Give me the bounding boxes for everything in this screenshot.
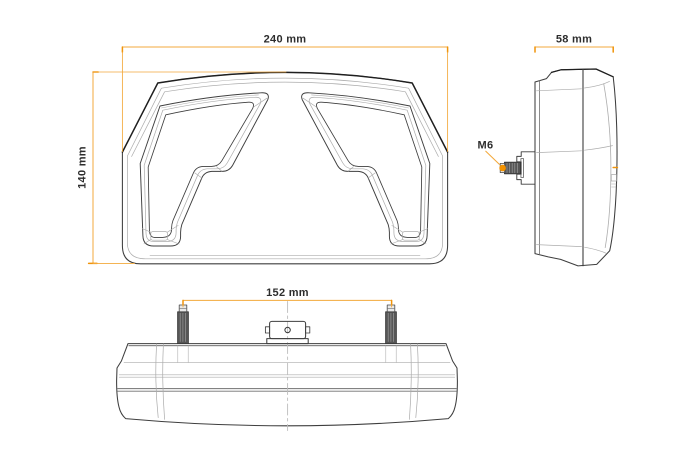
lens-tip-bevel (253, 97, 268, 108)
side-bottom-bevel-left (536, 244, 582, 247)
side-top-edge-heavy (550, 68, 614, 78)
dimension-height: 140 mm (77, 71, 287, 265)
front-inner-contour-1 (127, 77, 443, 260)
front-view (121, 71, 449, 265)
connector-tab-left (264, 326, 271, 334)
front-top-edge-heavy (121, 71, 449, 153)
bottom-view (116, 301, 458, 431)
connector-tab-right (305, 326, 311, 334)
side-stud-assembly (499, 151, 536, 185)
depth-dimension-label: 58 mm (556, 34, 592, 46)
side-back-clip (610, 174, 617, 182)
lens-inner-contour (147, 101, 254, 238)
stud-projection-left (177, 345, 189, 363)
side-view (499, 68, 619, 267)
bottom-stud-right (385, 304, 397, 344)
side-back-inner-curve (603, 83, 612, 248)
lens-left (139, 92, 269, 247)
side-top-bevel-left (536, 88, 582, 92)
side-top-bevel-right (584, 81, 610, 89)
side-outer-contour (534, 68, 618, 267)
bottom-stud-left (177, 304, 189, 344)
lens-corner-reflector (150, 231, 168, 241)
stud-projection-right (385, 345, 397, 363)
bottom-outer-contour (116, 343, 458, 427)
lens-outer-contour (139, 92, 269, 247)
reflector-bevel-4 (166, 225, 179, 233)
stud-spacing-label: 152 mm (266, 287, 309, 299)
reflector-bevel-1 (143, 239, 152, 245)
cable-connector (264, 320, 311, 345)
lens-right (301, 92, 431, 247)
lens-step-bevel-1 (216, 166, 223, 172)
dimension-width: 240 mm (121, 34, 449, 152)
stud-threads (179, 312, 186, 342)
height-dimension-label: 140 mm (77, 146, 89, 189)
lens-step-bevel-2 (194, 172, 203, 179)
stud-threads (387, 312, 394, 342)
reflector-bevel-2 (166, 239, 180, 245)
dimension-depth: 58 mm (534, 34, 614, 53)
reflector-bevel-3 (141, 228, 152, 233)
dimension-stud-spacing: 152 mm (182, 287, 393, 308)
lens-rim-mid-contour (143, 96, 262, 242)
connector-screw-hole (284, 326, 291, 334)
stud-threads (506, 162, 518, 174)
m6-marker-dot (499, 164, 506, 172)
m6-leader-line (485, 150, 500, 165)
stud-washer (520, 158, 524, 178)
bottom-bevel-left-2 (162, 343, 165, 420)
width-dimension-label: 240 mm (264, 34, 307, 46)
side-mid-line-left (536, 150, 582, 153)
connector-flange (266, 338, 309, 345)
stud-thread-callout: M6 (478, 140, 500, 165)
bottom-bevel-right-1 (415, 343, 419, 418)
stud-thread-label: M6 (478, 140, 494, 152)
side-mid-line-right (584, 145, 613, 151)
bottom-bevel-right-2 (409, 343, 412, 420)
side-bottom-bevel-right (584, 246, 607, 254)
front-inner-contour-2 (131, 81, 439, 157)
lens-rim-top-line (161, 94, 259, 109)
bottom-bevel-left-1 (155, 343, 159, 418)
front-outer-contour (121, 71, 449, 265)
